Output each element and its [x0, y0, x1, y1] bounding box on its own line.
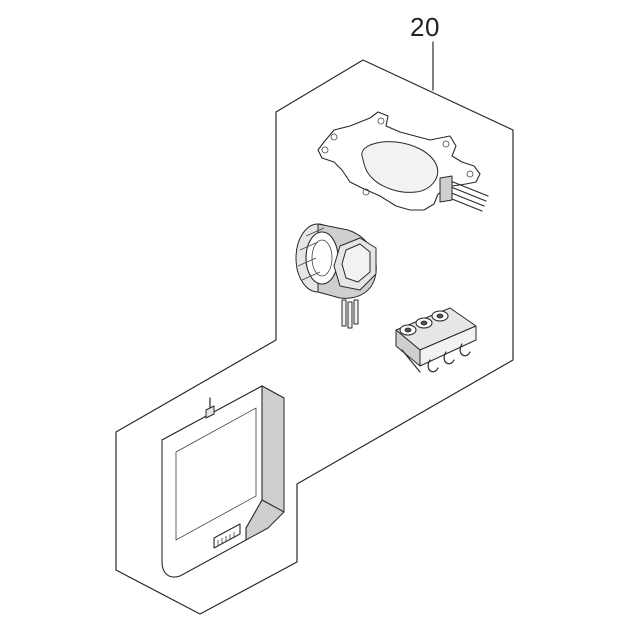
gasket-bolt-hole [377, 117, 385, 125]
gasket-bolt-hole [330, 133, 338, 141]
label-plate [213, 523, 241, 549]
gasket-bolt-hole [362, 188, 370, 196]
gasket-bolt-hole [321, 146, 329, 154]
terminal-clip-part [395, 307, 477, 373]
control-box-part [161, 385, 285, 578]
gasket-bolt-hole [466, 170, 474, 178]
kit-boundary-outline [115, 59, 514, 615]
sensor-lead-wires [341, 299, 359, 329]
gasket-bolt-hole [442, 140, 450, 148]
cylindrical-sensor-part [295, 223, 377, 329]
gasket-connector-pins [439, 175, 489, 212]
gasket-part [317, 111, 489, 212]
callout-number: 20 [410, 12, 440, 42]
